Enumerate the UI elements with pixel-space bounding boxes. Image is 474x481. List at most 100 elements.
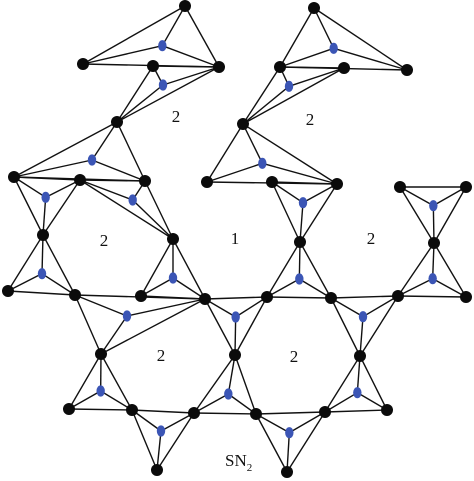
black-vertex-node: [74, 174, 86, 186]
center-spoke-edge: [156, 430, 162, 471]
triangle-edge: [266, 296, 332, 299]
center-spoke-edge: [302, 183, 338, 204]
blue-center-node: [96, 385, 105, 397]
black-vertex-node: [8, 171, 20, 183]
black-vertex-node: [167, 233, 179, 245]
black-vertex-node: [354, 350, 366, 362]
black-vertex-node: [460, 181, 472, 193]
triangle-edge: [204, 296, 268, 300]
center-spoke-edge: [266, 278, 300, 298]
hexagon-label-center: 1: [231, 229, 240, 248]
triangle-edge: [82, 5, 186, 65]
black-vertex-node: [2, 285, 14, 297]
black-vertex-node: [135, 290, 147, 302]
caption-base: SN: [225, 451, 247, 470]
center-spoke-edge: [172, 277, 206, 300]
blue-center-node: [295, 273, 304, 285]
triangle-edge: [271, 181, 338, 185]
triangle-edge: [193, 354, 236, 414]
triangle-edge: [255, 413, 288, 473]
triangle-edge: [234, 296, 268, 356]
center-spoke-edge: [82, 44, 163, 65]
center-spoke-edge: [45, 179, 81, 198]
center-spoke-edge: [362, 295, 399, 318]
blue-center-node: [298, 197, 308, 209]
blue-center-node: [224, 388, 233, 400]
triangle-edge: [7, 290, 76, 296]
black-vertex-node: [308, 2, 320, 14]
black-vertex-node: [401, 64, 413, 76]
center-spoke-edge: [42, 197, 47, 236]
center-spoke-edge: [313, 7, 335, 49]
center-spoke-edge: [68, 390, 102, 410]
triangle-edge: [42, 234, 76, 296]
blue-center-node: [353, 387, 362, 399]
blue-center-node: [358, 311, 368, 323]
black-vertex-node: [77, 58, 89, 70]
black-vertex-node: [199, 293, 211, 305]
center-spoke-edge: [126, 298, 206, 317]
caption-subscript: 2: [247, 462, 253, 474]
figure-caption: SN2: [225, 451, 252, 474]
triangle-edge: [74, 294, 102, 355]
triangle-edge: [42, 179, 81, 236]
center-spoke-edge: [234, 316, 237, 356]
blue-center-node: [122, 310, 132, 322]
center-spoke-edge: [100, 315, 128, 355]
black-vertex-node: [69, 289, 81, 301]
black-vertex-node: [460, 291, 472, 303]
triangle-edge: [255, 411, 326, 415]
triangle-edge: [152, 65, 220, 68]
black-vertex-node: [338, 62, 350, 74]
triangle-edge: [68, 408, 133, 411]
triangle-edge: [286, 411, 326, 473]
center-spoke-edge: [162, 45, 220, 68]
blue-center-node: [329, 42, 338, 54]
triangle-edge: [433, 186, 467, 244]
center-spoke-edge: [298, 241, 301, 280]
center-spoke-edge: [235, 296, 268, 318]
black-vertex-node: [151, 464, 163, 476]
triangle-edge: [193, 412, 257, 415]
center-spoke-edge: [324, 392, 358, 413]
triangle-edge: [359, 295, 399, 357]
center-spoke-edge: [193, 393, 229, 414]
center-spoke-edge: [299, 202, 304, 243]
triangle-edge: [79, 179, 174, 240]
triangle-edge: [299, 241, 332, 299]
black-vertex-node: [229, 349, 241, 361]
triangle-edge: [330, 295, 399, 299]
blue-center-node: [429, 200, 438, 212]
black-vertex-node: [381, 404, 393, 416]
center-spoke-edge: [432, 205, 435, 244]
black-vertex-node: [63, 403, 75, 415]
black-vertex-node: [179, 0, 191, 12]
center-spoke-edge: [41, 234, 44, 274]
triangle-edge: [330, 297, 361, 357]
black-vertex-node: [147, 60, 159, 72]
center-spoke-edge: [91, 159, 146, 182]
blue-center-node: [285, 427, 294, 439]
blue-center-node: [428, 273, 437, 285]
hexagon-label-top-left: 2: [172, 107, 181, 126]
center-spoke-edge: [298, 278, 332, 299]
triangle-edge: [397, 242, 435, 297]
triangle-edge: [299, 183, 338, 243]
center-spoke-edge: [271, 181, 304, 204]
blue-center-node: [168, 272, 178, 284]
triangle-edge: [279, 7, 315, 68]
black-vertex-node: [266, 176, 278, 188]
center-spoke-edge: [288, 411, 326, 434]
center-spoke-edge: [333, 47, 408, 71]
center-spoke-edge: [356, 355, 361, 393]
blue-center-node: [158, 79, 168, 91]
triangle-edge: [242, 123, 338, 185]
blue-center-node: [128, 194, 137, 206]
triangle-edge: [116, 121, 146, 182]
black-vertex-node: [428, 237, 440, 249]
center-spoke-edge: [79, 179, 133, 201]
black-vertex-node: [126, 404, 138, 416]
black-vertex-node: [111, 116, 123, 128]
hexagon-label-left: 2: [100, 231, 109, 250]
